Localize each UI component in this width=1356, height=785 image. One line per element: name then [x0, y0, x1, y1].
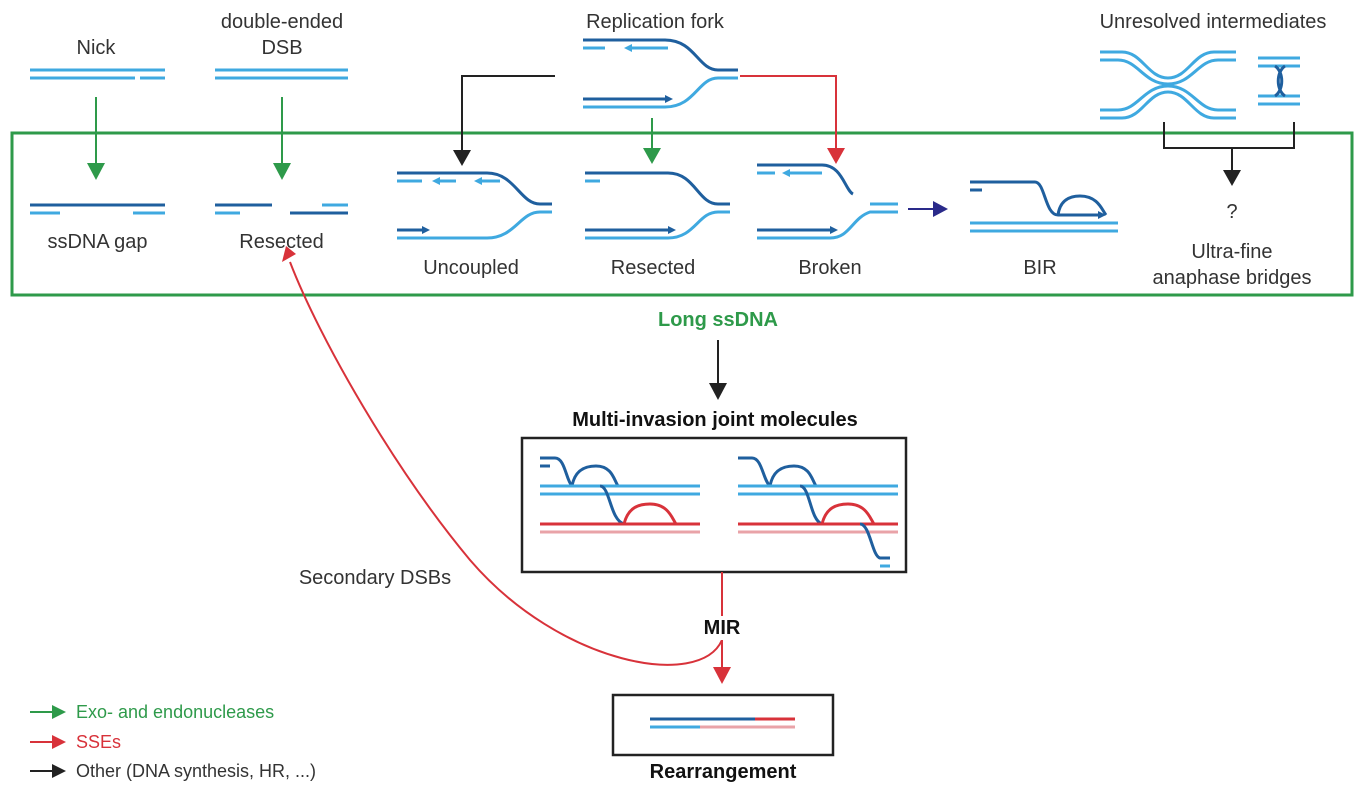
ufb-label-line1: Ultra-fine: [1191, 241, 1273, 263]
rearrangement-box: [611, 693, 835, 757]
nick-label: Nick: [76, 37, 116, 59]
joint-molecule-right: [738, 456, 898, 568]
green-arrow-icon: [30, 705, 66, 719]
dsb-to-resected-arrow: [273, 97, 291, 180]
unresolved-intermediates-label: Unresolved intermediates: [1099, 11, 1327, 33]
resected-dsb-dna: [215, 203, 348, 215]
long-ssdna-frame: [10, 131, 1354, 297]
fork-to-resected-arrow: [643, 118, 661, 164]
broken-label: Broken: [798, 257, 862, 279]
legend-black-label: Other (DNA synthesis, HR, ...): [76, 761, 317, 781]
rearrangement-label: Rearrangement: [649, 761, 797, 783]
hemicatenane-dna: [1258, 56, 1300, 106]
ssdna-gap-label: ssDNA gap: [47, 231, 148, 253]
bir-dna: [970, 180, 1118, 233]
replication-fork-dna: [583, 38, 738, 109]
resected-fork-dna: [585, 171, 730, 240]
uncoupled-label: Uncoupled: [423, 257, 519, 279]
resected-fork-label: Resected: [610, 257, 696, 279]
broken-to-bir-arrow: [908, 201, 948, 217]
question-label: ?: [1226, 201, 1238, 223]
black-arrow-icon: [30, 764, 66, 778]
resected-dsb-label: Resected: [239, 231, 324, 253]
dsb-label-line1: double-ended: [220, 11, 344, 33]
long-ssdna-to-mi-arrow: [709, 340, 727, 400]
multi-invasion-box: [520, 436, 908, 574]
dsb-dna: [215, 68, 348, 80]
bir-label: BIR: [1023, 257, 1057, 279]
legend-red-label: SSEs: [76, 732, 122, 752]
unresolved-to-ufb-bracket-arrow: [1163, 122, 1295, 186]
replication-fork-label: Replication fork: [586, 11, 724, 33]
red-arrow-icon: [30, 735, 66, 749]
holliday-junction-dna: [1100, 50, 1236, 120]
long-ssdna-label: Long ssDNA: [658, 309, 778, 331]
multi-invasion-label: Multi-invasion joint molecules: [572, 409, 858, 431]
fork-to-uncoupled-arrow: [453, 75, 555, 166]
dsb-label-line2: DSB: [261, 37, 303, 59]
fork-to-broken-arrow: [740, 75, 845, 164]
legend-green-label: Exo- and endonucleases: [76, 702, 275, 722]
ufb-label-line2: anaphase bridges: [1152, 267, 1312, 289]
nick-to-gap-arrow: [87, 97, 105, 180]
nick-dna: [30, 68, 165, 80]
ssdna-gap-dna: [30, 203, 165, 215]
secondary-dsbs-curve: [282, 246, 723, 666]
joint-molecule-left: [540, 456, 700, 534]
broken-fork-dna: [757, 163, 898, 240]
mir-label: MIR: [690, 616, 754, 640]
secondary-dsbs-label: Secondary DSBs: [298, 567, 452, 589]
uncoupled-fork-dna: [397, 171, 552, 240]
rearranged-dna: [650, 717, 795, 729]
